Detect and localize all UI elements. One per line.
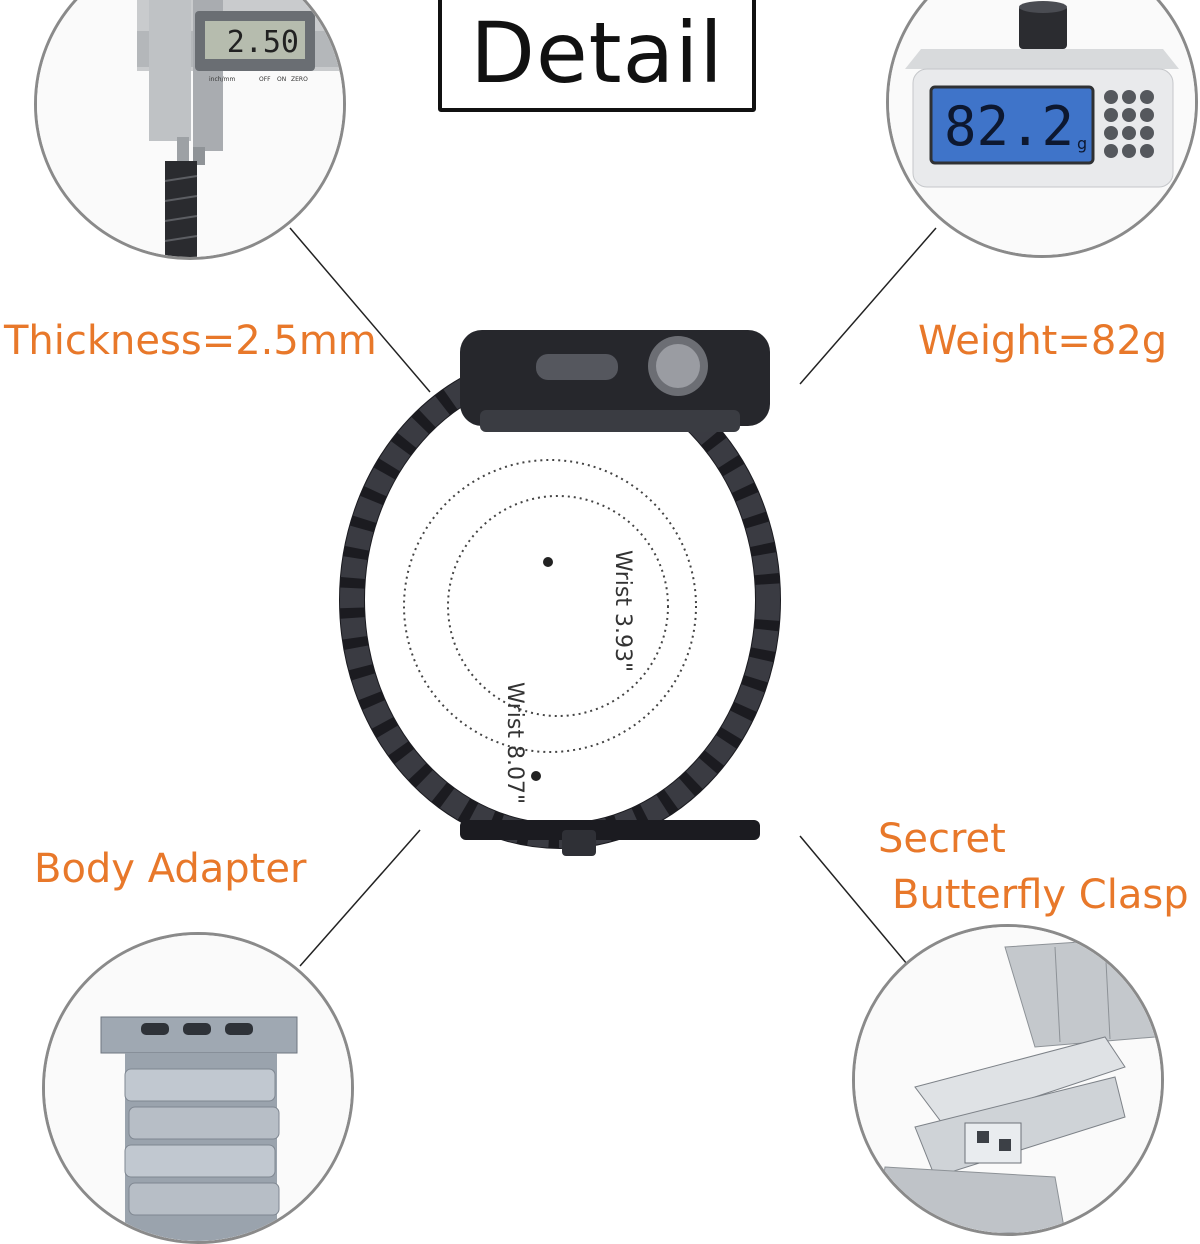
page-title: Detail (470, 4, 724, 102)
scale-illustration: 82.2 g (889, 0, 1195, 255)
scale-keypad (1104, 90, 1154, 158)
wrist-small-guide (447, 495, 669, 717)
connector-thickness (289, 227, 431, 393)
caliper-detail-circle: 2.50 inch/mm OFF ON ZERO (34, 0, 346, 260)
weight-label: Weight=82g (918, 318, 1168, 364)
watch-body (460, 330, 770, 432)
clasp-illustration (855, 927, 1161, 1233)
wrist-large-guide (403, 459, 697, 753)
wrist-small-dot (543, 557, 553, 567)
caliper-reading: 2.50 (227, 25, 299, 60)
scale-reading: 82.2 (944, 95, 1074, 158)
watch-band-photo: Wrist 3.93" Wrist 8.07" (339, 330, 781, 856)
caliper-button-off: OFF (259, 76, 271, 83)
body-adapter-label: Body Adapter (34, 846, 307, 892)
connector-clasp (799, 835, 913, 971)
scale-detail-circle: 82.2 g (886, 0, 1198, 258)
connector-weight (799, 227, 937, 385)
connector-adapter (299, 829, 421, 967)
clasp-label-line2: Butterfly Clasp (892, 872, 1189, 918)
thickness-label: Thickness=2.5mm (4, 318, 377, 364)
clasp-detail-circle (852, 924, 1164, 1236)
wrist-large-dot (531, 771, 541, 781)
adapter-detail-circle (42, 932, 354, 1244)
caliper-button-on: ON (277, 76, 286, 83)
caliper-illustration: 2.50 inch/mm OFF ON ZERO (37, 0, 343, 257)
adapter-illustration (45, 935, 351, 1241)
clasp-label-line1: Secret (878, 816, 1006, 862)
wrist-small-label: Wrist 3.93" (610, 550, 635, 672)
band-ring (339, 351, 781, 849)
caliper-units-label: inch/mm (209, 76, 235, 83)
caliper-button-zero: ZERO (291, 76, 308, 83)
connector-lines (289, 227, 937, 971)
band-clasp (460, 820, 760, 856)
title-box: Detail (438, 0, 756, 112)
wrist-large-label: Wrist 8.07" (502, 682, 527, 804)
scale-unit: g (1077, 134, 1087, 153)
band-edge (164, 161, 198, 257)
